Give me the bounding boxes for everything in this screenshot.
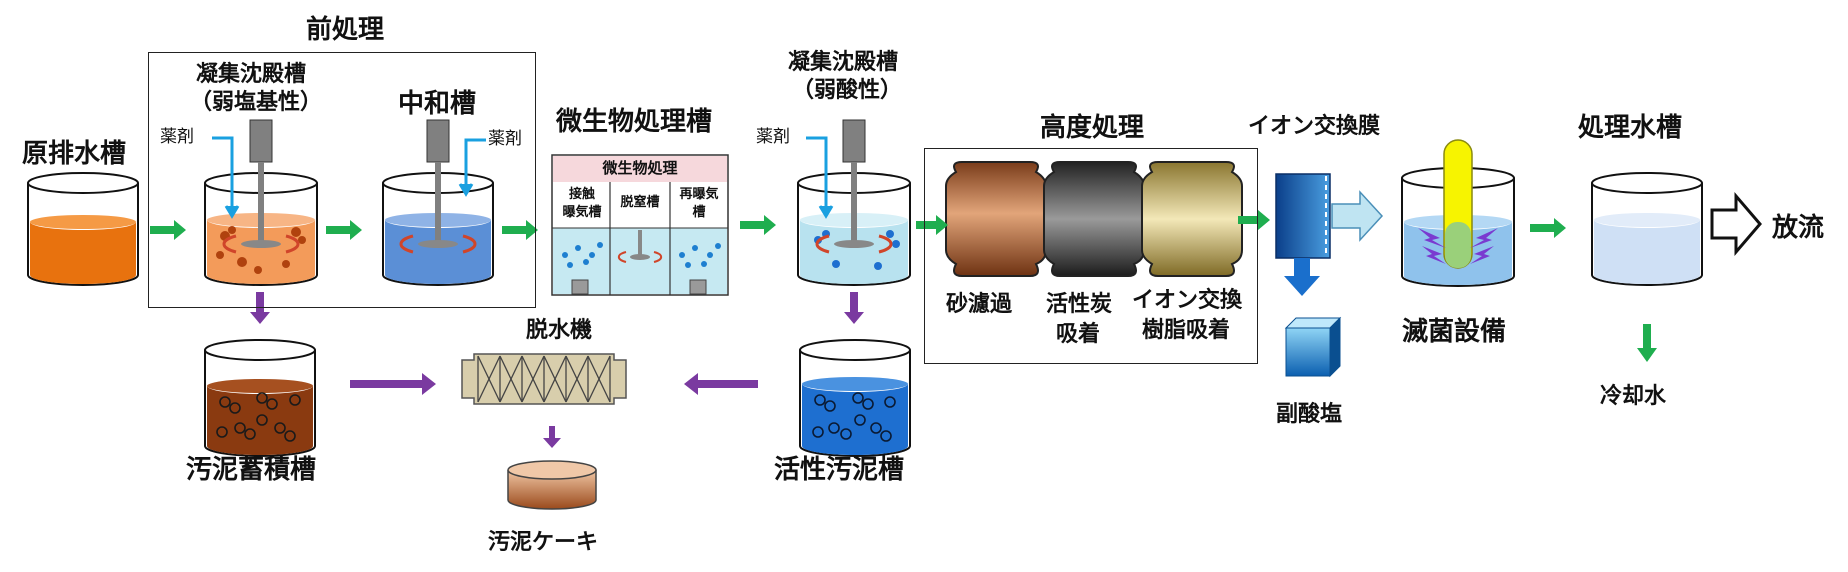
- label-micro-sub3b: 槽: [692, 205, 706, 220]
- activated-sludge-tank: [799, 339, 911, 457]
- coagulation-tank-basic: [204, 119, 318, 286]
- mixer-icon: [399, 119, 477, 254]
- dewatering-press-icon: [461, 353, 627, 405]
- raw-water-tank: [27, 172, 139, 286]
- label-raw-tank: 原排水槽: [22, 139, 127, 169]
- neutralization-tank: [382, 119, 494, 286]
- label-micro-sub3a: 再曝気: [679, 187, 719, 202]
- label-micro-title: 微生物処理槽: [556, 107, 713, 137]
- label-pretreatment: 前処理: [306, 15, 385, 45]
- ion-exchange-membrane: [1275, 173, 1384, 296]
- label-advanced: 高度処理: [1040, 113, 1145, 143]
- label-dewater: 脱水機: [526, 318, 593, 343]
- label-chem-1: 薬剤: [160, 127, 194, 147]
- label-treated-tank: 処理水槽: [1578, 113, 1683, 143]
- label-sludge-store: 汚泥蓄積槽: [186, 455, 317, 485]
- microbial-treatment-unit: [551, 154, 729, 296]
- outline-arrow-icon: [1710, 191, 1762, 257]
- label-cooling: 冷却水: [1600, 384, 1667, 409]
- label-micro-inner: 微生物処理: [602, 159, 678, 177]
- label-micro-sub1b: 曝気槽: [562, 205, 602, 220]
- treated-water-tank: [1591, 172, 1703, 286]
- label-coag1-line1: 凝集沈殿槽: [196, 62, 307, 87]
- label-chem-2: 薬剤: [488, 129, 522, 149]
- label-coag2-line1: 凝集沈殿槽: [788, 50, 899, 75]
- sludge-storage-tank: [204, 339, 316, 457]
- uv-lamp-icon: [1443, 139, 1473, 269]
- label-cake: 汚泥ケーキ: [488, 530, 599, 555]
- sludge-cake: [507, 460, 597, 510]
- label-carbon-a: 活性炭: [1046, 292, 1113, 317]
- sterilization-tank: [1401, 139, 1515, 287]
- filter-icon: [945, 161, 1243, 277]
- label-activated-sludge: 活性汚泥槽: [774, 455, 905, 485]
- label-sand: 砂濾過: [946, 292, 1013, 317]
- label-micro-sub2: 脱窒槽: [620, 195, 660, 210]
- mixer-icon: [815, 119, 893, 254]
- label-resin-a: イオン交換: [1132, 288, 1243, 313]
- byproduct-cube-icon: [1284, 316, 1342, 378]
- label-carbon-b: 吸着: [1056, 322, 1101, 347]
- label-micro-sub1a: 接触: [568, 187, 595, 202]
- label-neutral: 中和槽: [398, 89, 477, 119]
- advanced-treatment-box: [924, 148, 1258, 364]
- label-chem-3: 薬剤: [756, 127, 790, 147]
- label-coag2-line2: （弱酸性）: [792, 78, 903, 103]
- coagulation-tank-acidic: [797, 119, 911, 286]
- sludge-arrows: [250, 292, 864, 448]
- label-coag1-line2: （弱塩基性）: [190, 90, 323, 115]
- floc-particles: [216, 226, 306, 274]
- pretreatment-box: [148, 52, 536, 308]
- label-resin-b: 樹脂吸着: [1142, 318, 1231, 343]
- flow-arrows: [150, 210, 1657, 362]
- label-byproduct: 副酸塩: [1276, 402, 1343, 427]
- bubble-icon: [562, 242, 721, 268]
- label-discharge: 放流: [1772, 213, 1825, 243]
- label-ion-membrane: イオン交換膜: [1248, 114, 1381, 139]
- label-sterilize: 滅菌設備: [1402, 317, 1507, 347]
- chemical-dosing-arrows: [212, 136, 834, 219]
- mixer-icon: [222, 119, 300, 254]
